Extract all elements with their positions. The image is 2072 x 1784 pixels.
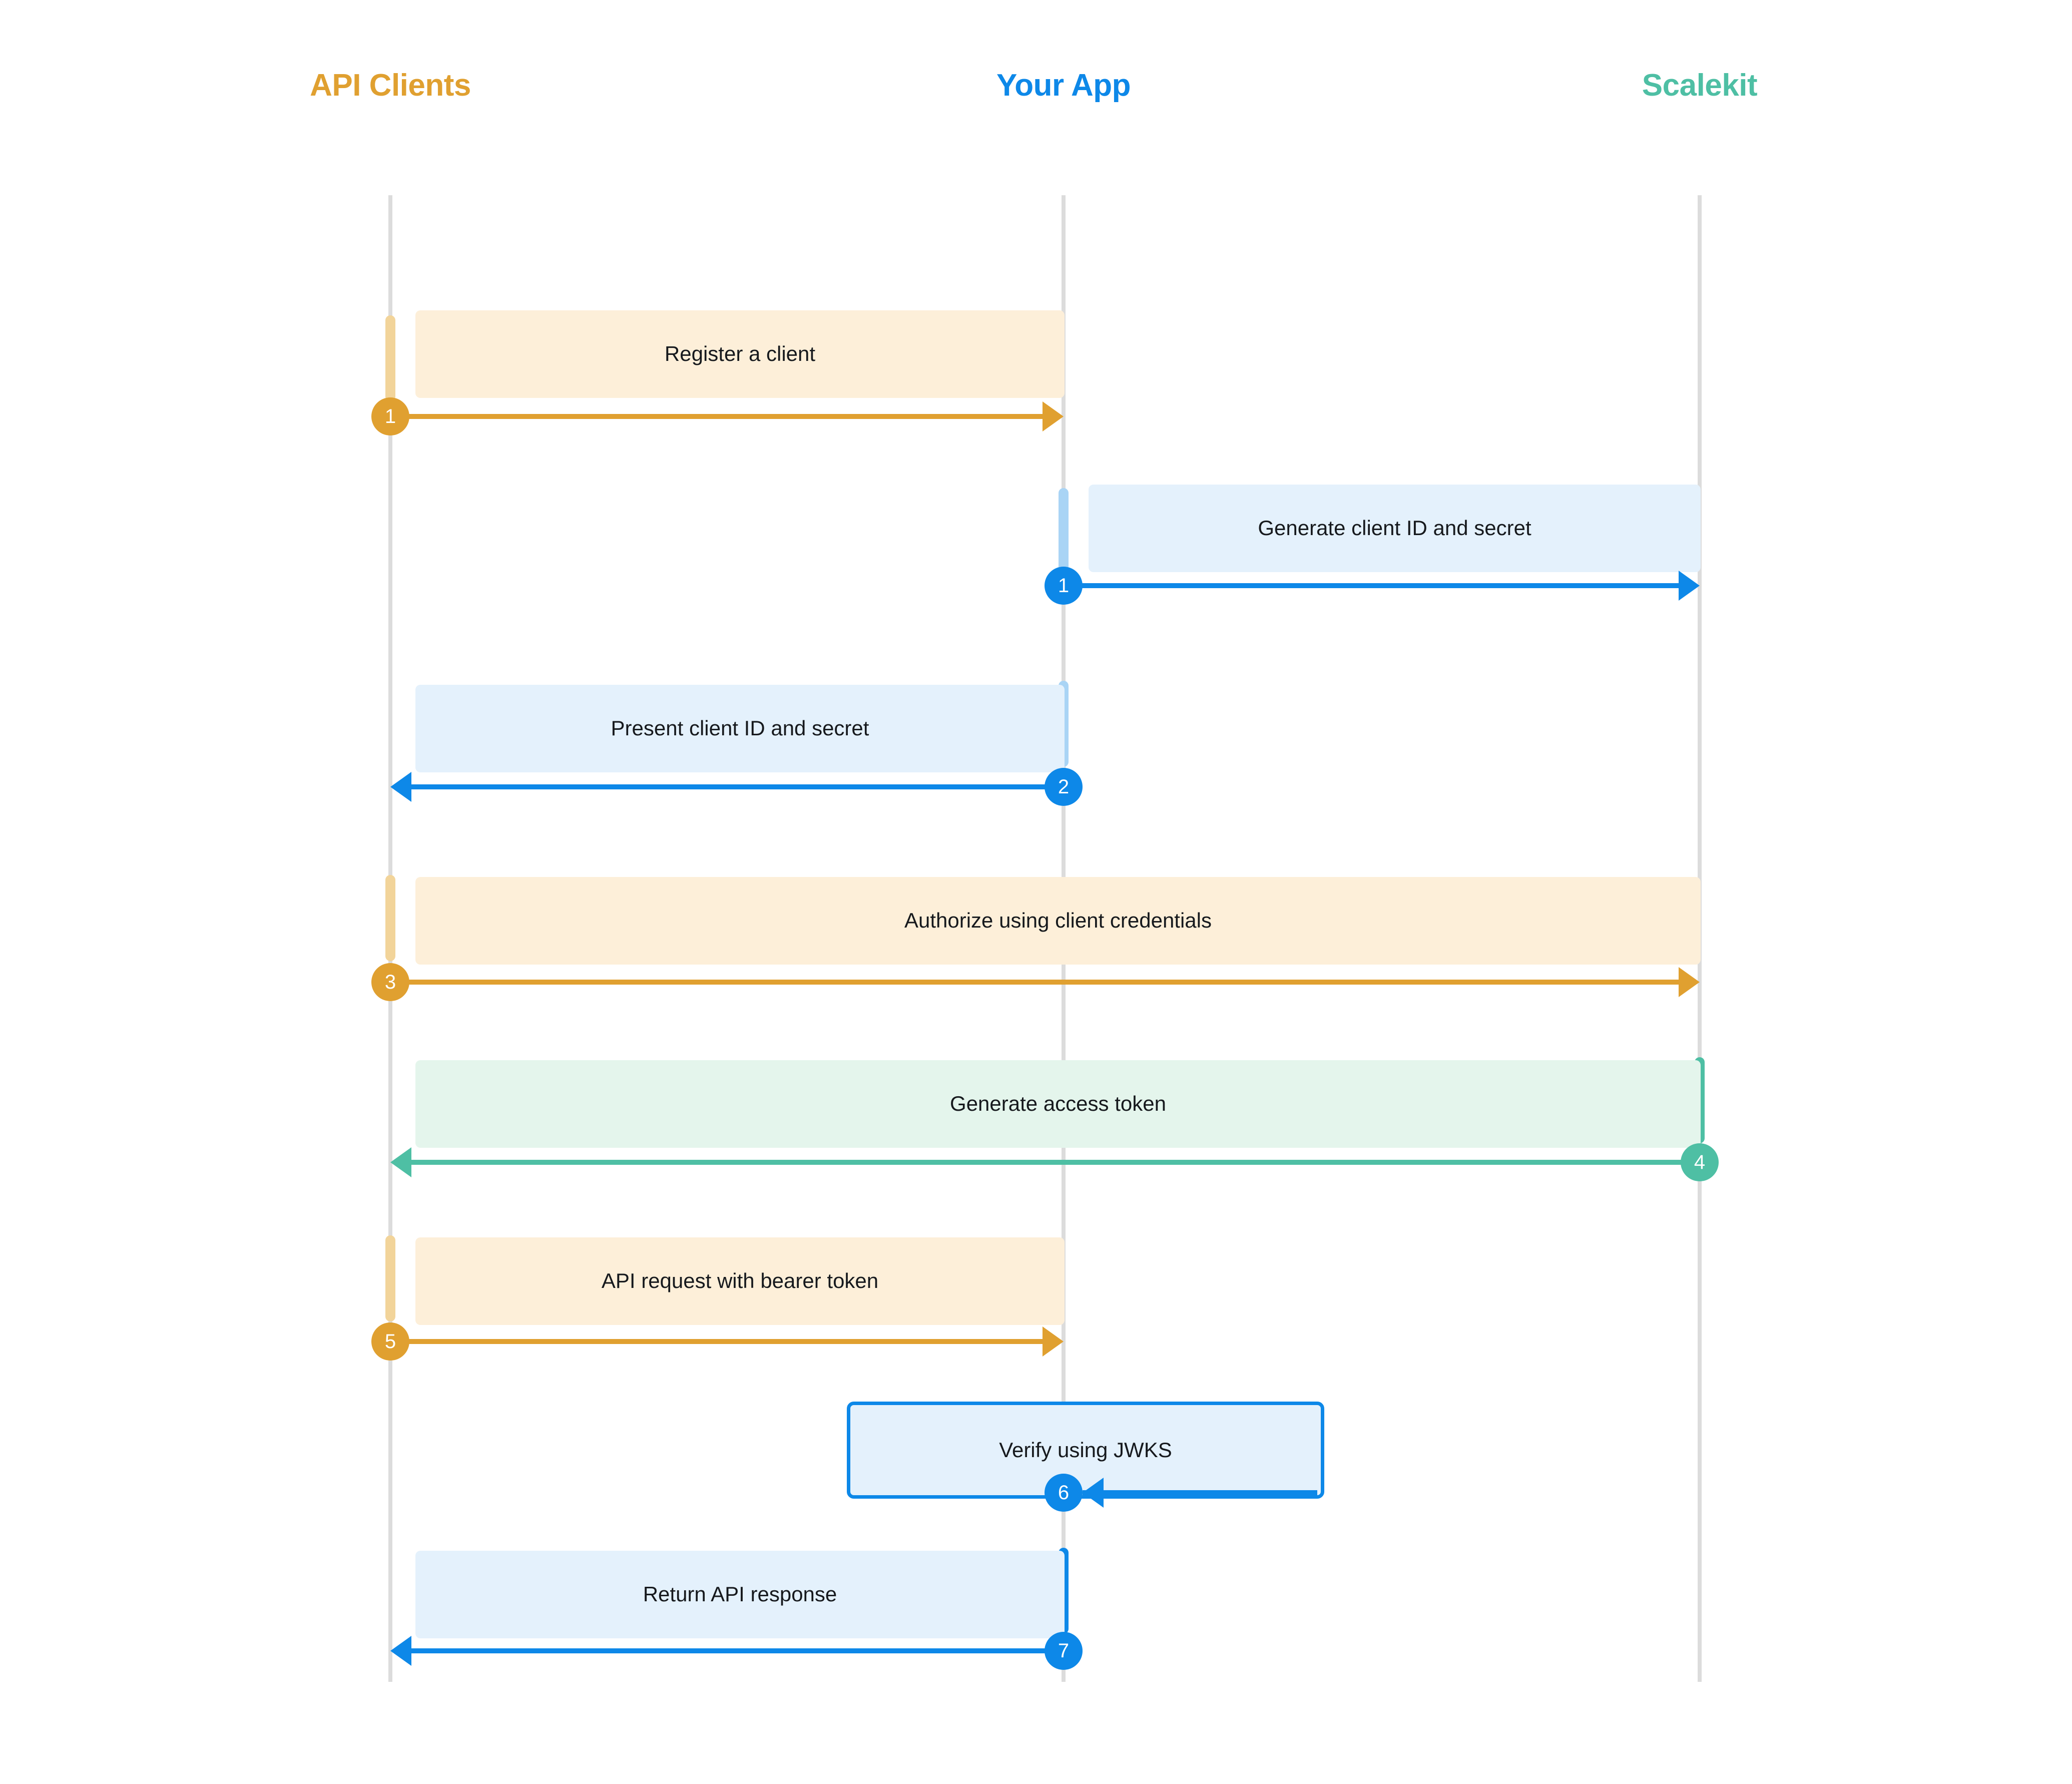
message-label: Present client ID and secret (611, 716, 869, 740)
message-arrow-line (1064, 583, 1680, 588)
message-arrow-line (410, 784, 1064, 789)
message-band: Return API response (415, 1551, 1065, 1638)
message-label: Generate access token (950, 1092, 1166, 1116)
message-label: Verify using JWKS (999, 1438, 1172, 1462)
step-badge: 2 (1045, 768, 1083, 806)
activation-bar (385, 875, 395, 961)
message-label: Return API response (643, 1582, 837, 1606)
step-badge: 5 (371, 1322, 409, 1361)
message-label: Generate client ID and secret (1258, 516, 1531, 540)
message-band: API request with bearer token (415, 1237, 1065, 1325)
message-label: Register a client (664, 342, 816, 366)
step-badge: 1 (1045, 567, 1083, 605)
step-badge: 7 (1045, 1632, 1083, 1670)
step-badge: 6 (1045, 1474, 1083, 1512)
message-band: Generate access token (415, 1060, 1701, 1148)
message-arrow-line (390, 1339, 1044, 1344)
activation-bar (1059, 488, 1069, 574)
message-band: Register a client (415, 310, 1065, 398)
message-band: Generate client ID and secret (1089, 485, 1701, 572)
step-badge: 1 (371, 397, 409, 435)
activation-bar (385, 315, 395, 401)
message-arrow-line (390, 414, 1044, 419)
message-arrow-head (1679, 967, 1700, 997)
step-badge: 3 (371, 963, 409, 1001)
message-arrow-head (390, 1147, 411, 1177)
participant-label-app: Your App (996, 68, 1131, 103)
message-arrow-head (390, 772, 411, 802)
message-label: Authorize using client credentials (904, 909, 1212, 933)
message-arrow-line (1083, 1490, 1317, 1495)
message-arrow-head (1083, 1478, 1104, 1508)
message-arrow-line (410, 1648, 1064, 1653)
activation-bar (385, 1235, 395, 1321)
participant-label-scalekit: Scalekit (1642, 68, 1758, 103)
message-arrow-head (1043, 1326, 1064, 1357)
message-label: API request with bearer token (601, 1269, 879, 1293)
message-arrow-head (390, 1636, 411, 1666)
step-badge: 4 (1681, 1143, 1719, 1181)
participant-label-client: API Clients (310, 68, 471, 103)
message-arrow-line (390, 980, 1680, 985)
message-arrow-head (1043, 401, 1064, 431)
message-arrow-head (1679, 571, 1700, 601)
message-arrow-line (410, 1160, 1700, 1165)
message-band: Authorize using client credentials (415, 877, 1701, 965)
message-band: Present client ID and secret (415, 685, 1065, 772)
